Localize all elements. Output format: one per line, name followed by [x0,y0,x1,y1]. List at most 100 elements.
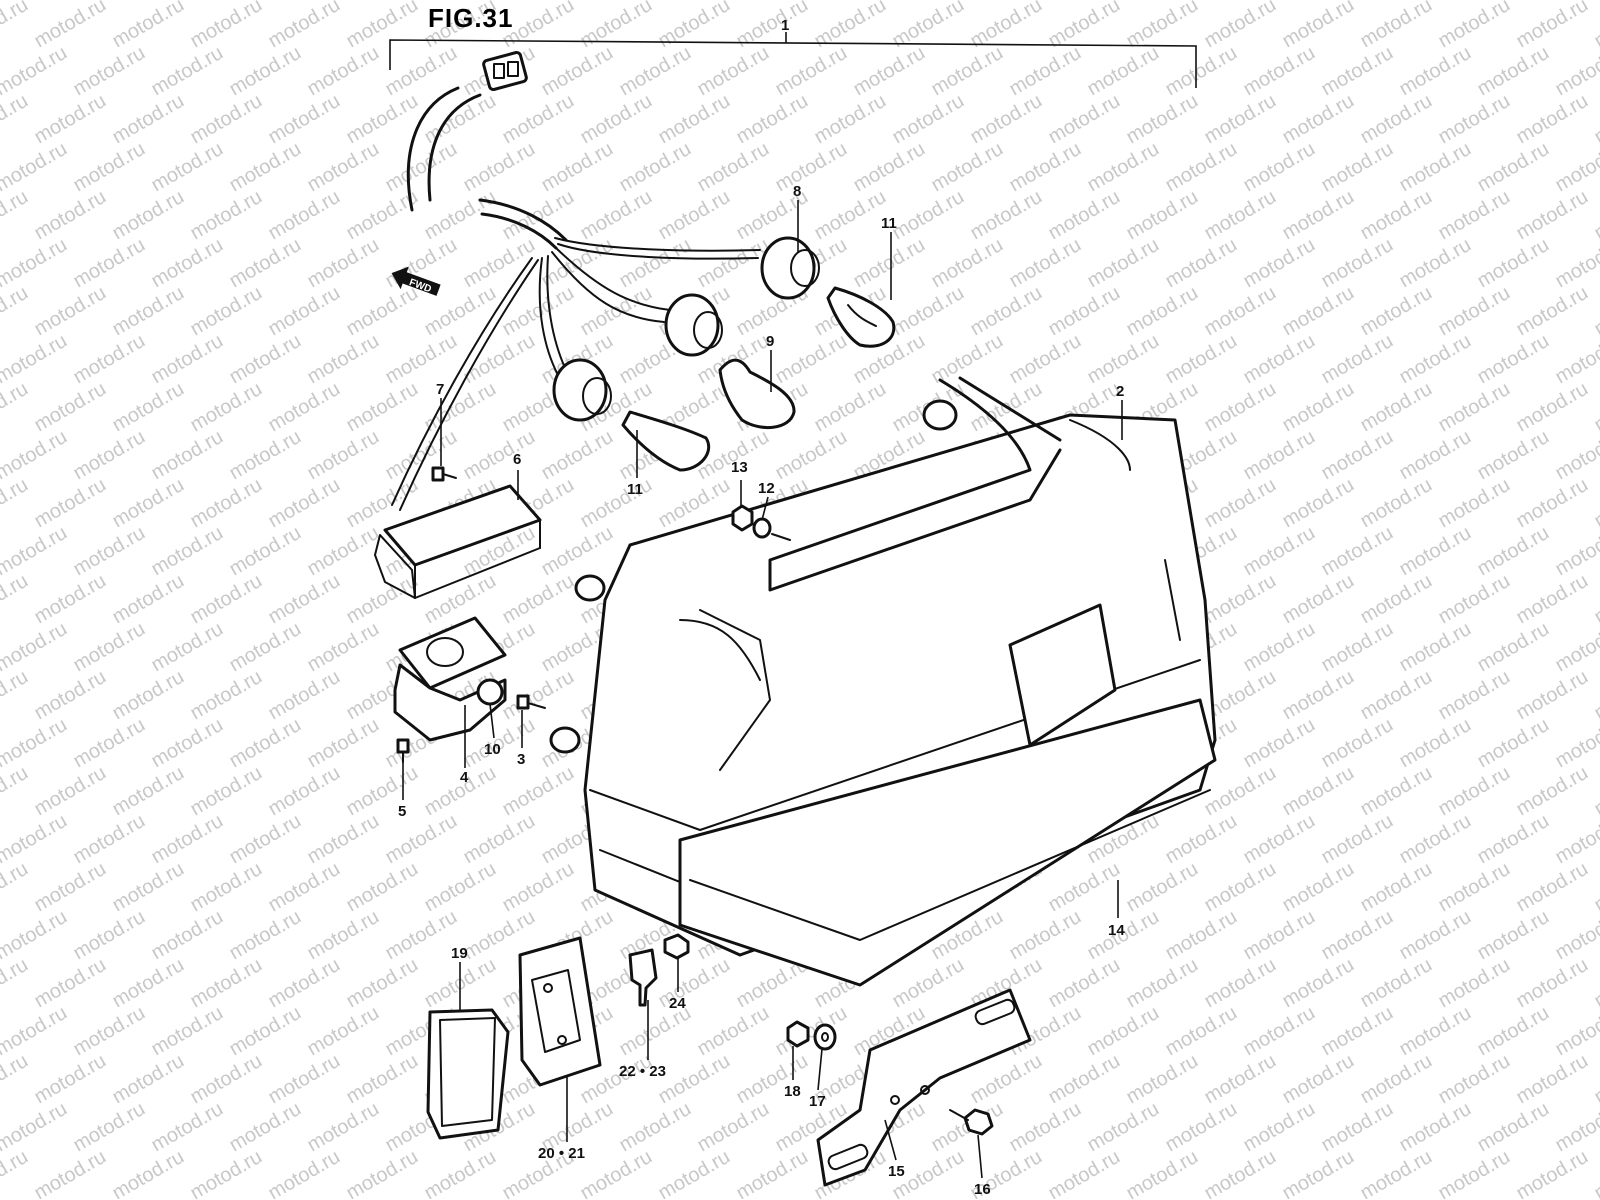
watermark-text: motod.ru [616,1098,695,1157]
watermark-text: motod.ru [1123,186,1202,245]
watermark-text: motod.ru [1318,1002,1397,1061]
callout-labels: 1 2 3 4 5 6 7 8 9 10 11 11 12 13 14 15 1… [398,17,1125,1198]
watermark-text: motod.ru [1240,426,1319,485]
nut-24 [663,933,690,960]
figure-title: FIG.31 [428,3,513,33]
watermark-text: motod.ru [382,906,461,965]
watermark-text: motod.ru [1006,234,1085,293]
watermark-text: motod.ru [1201,1050,1280,1109]
watermark-text: motod.ru [577,90,656,149]
watermark-text: motod.ru [109,186,188,245]
watermark-text: motod.ru [1591,570,1600,629]
watermark-text: motod.ru [733,1146,812,1200]
watermark-text: motod.ru [850,138,929,197]
watermark-text: motod.ru [304,618,383,677]
watermark-text: motod.ru [304,1002,383,1061]
watermark-text: motod.ru [265,0,344,52]
watermark-text: motod.ru [1474,426,1553,485]
watermark-text: motod.ru [187,186,266,245]
watermark-text: motod.ru [1396,234,1475,293]
watermark-text: motod.ru [265,378,344,437]
watermark-text: motod.ru [694,138,773,197]
watermark-text: motod.ru [1240,810,1319,869]
watermark-text: motod.ru [1474,330,1553,389]
watermark-text: motod.ru [304,330,383,389]
callout-24: 24 [669,995,686,1012]
watermark-text: motod.ru [1279,378,1358,437]
callout-5: 5 [398,803,406,820]
watermark-text: motod.ru [0,522,71,581]
watermark-text: motod.ru [460,330,539,389]
watermark-text: motod.ru [421,570,500,629]
callout-11-lower: 11 [627,481,643,498]
watermark-text: motod.ru [187,762,266,821]
watermark-text: motod.ru [538,522,617,581]
watermark-text: motod.ru [109,90,188,149]
watermark-text: motod.ru [1279,1050,1358,1109]
callout-10: 10 [484,741,501,758]
watermark-text: motod.ru [1279,570,1358,629]
watermark-text: motod.ru [70,1002,149,1061]
watermark-text: motod.ru [1240,1098,1319,1157]
callout-8: 8 [793,183,801,200]
watermark-text: motod.ru [772,330,851,389]
watermark-text: motod.ru [1513,378,1592,437]
watermark-text: motod.ru [109,0,188,52]
watermark-text: motod.ru [0,858,32,917]
watermark-text: motod.ru [850,234,929,293]
watermark-text: motod.ru [538,426,617,485]
watermark-text: motod.ru [1123,0,1202,52]
watermark-text: motod.ru [382,330,461,389]
watermark-text: motod.ru [226,1098,305,1157]
watermark-text: motod.ru [1357,0,1436,52]
watermark-text: motod.ru [1279,1146,1358,1200]
watermark-text: motod.ru [1396,1098,1475,1157]
callout-7: 7 [436,381,444,398]
wiring-harness [391,50,761,511]
watermark-text: motod.ru [1513,762,1592,821]
watermark-text: motod.ru [148,906,227,965]
watermark-text: motod.ru [70,522,149,581]
watermark-text: motod.ru [31,858,110,917]
watermark-text: motod.ru [1279,90,1358,149]
watermark-text: motod.ru [148,138,227,197]
watermark-text: motod.ru [0,810,71,869]
watermark-text: motod.ru [226,522,305,581]
watermark-text: motod.ru [538,42,617,101]
watermark-text: motod.ru [343,1050,422,1109]
watermark-text: motod.ru [1240,906,1319,965]
watermark-text: motod.ru [70,810,149,869]
watermark-text: motod.ru [1201,858,1280,917]
watermark-text: motod.ru [1513,1146,1592,1200]
watermark-text: motod.ru [1084,138,1163,197]
watermark-text: motod.ru [382,810,461,869]
watermark-text: motod.ru [1552,138,1600,197]
watermark-text: motod.ru [226,234,305,293]
watermark-text: motod.ru [1162,810,1241,869]
watermark-text: motod.ru [577,0,656,52]
watermark-text: motod.ru [226,810,305,869]
watermark-text: motod.ru [1396,426,1475,485]
callout-17: 17 [809,1093,826,1110]
watermark-text: motod.ru [1552,810,1600,869]
watermark-text: motod.ru [1591,858,1600,917]
watermark-text: motod.ru [967,90,1046,149]
watermark-text: motod.ru [226,426,305,485]
watermark-text: motod.ru [31,666,110,725]
watermark-text: motod.ru [772,1002,851,1061]
watermark-text: motod.ru [304,426,383,485]
watermark-text: motod.ru [187,570,266,629]
watermark-text: motod.ru [1318,42,1397,101]
watermark-text: motod.ru [0,0,32,52]
watermark-text: motod.ru [1396,330,1475,389]
watermark-text: motod.ru [1513,1050,1592,1109]
watermark-text: motod.ru [1552,618,1600,677]
watermark-text: motod.ru [655,1146,734,1200]
watermark-text: motod.ru [304,714,383,773]
watermark-text: motod.ru [1435,954,1514,1013]
watermark-text: motod.ru [1474,1002,1553,1061]
watermark-text: motod.ru [0,138,71,197]
watermark-text: motod.ru [0,42,71,101]
watermark-text: motod.ru [1396,618,1475,677]
watermark-text: motod.ru [1474,138,1553,197]
